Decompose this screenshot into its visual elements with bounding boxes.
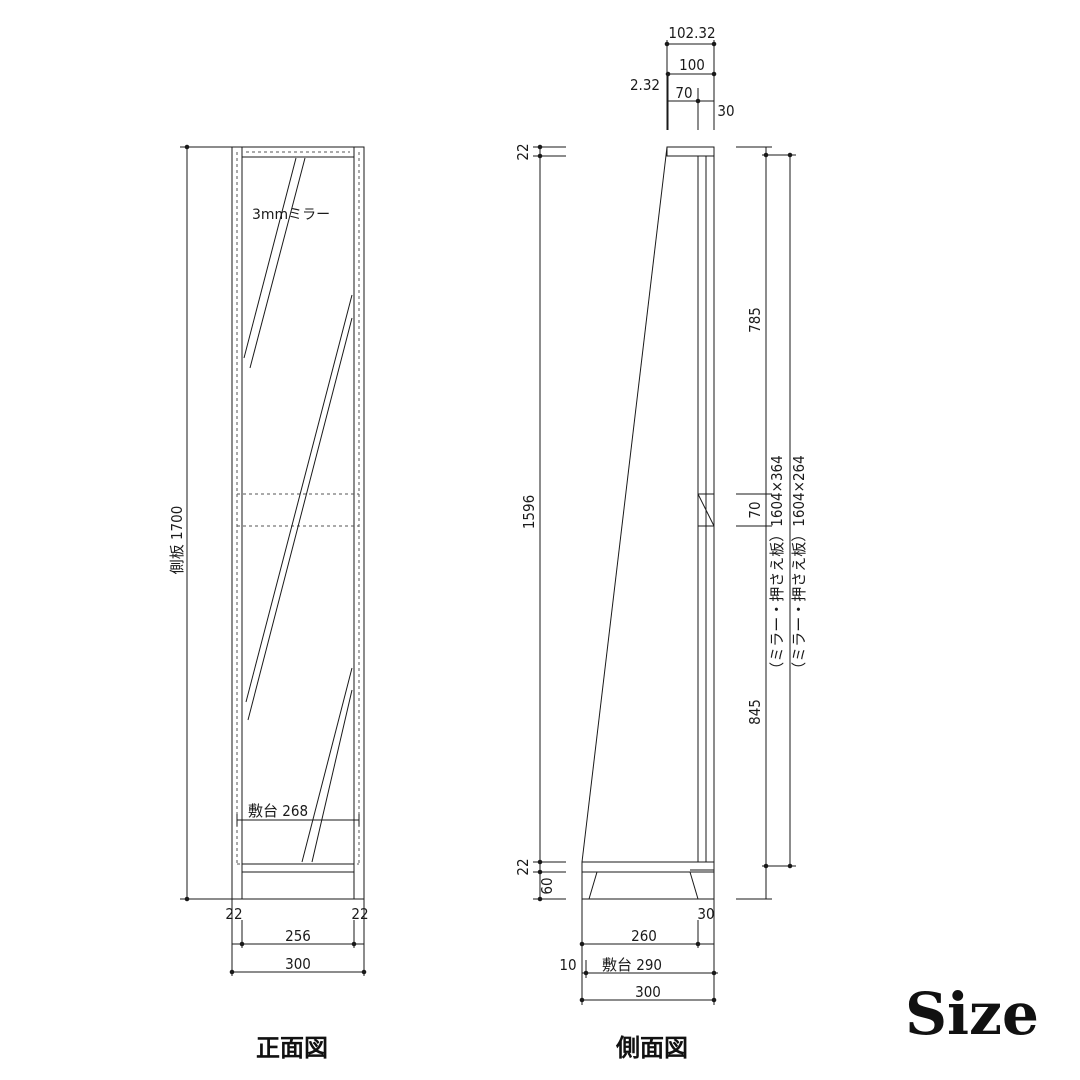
front-view — [180, 144, 367, 976]
size-heading: Size — [905, 980, 1039, 1048]
mirror-reflection-lines — [243, 157, 353, 863]
base-290-dim: 敷台 290 — [602, 956, 662, 974]
mirror-note-1: （ミラー・押さえ板）1604×364 — [768, 455, 786, 676]
front-outer-frame — [231, 146, 365, 900]
left-panel-dim: 22 — [225, 905, 242, 923]
right-lower-dim: 845 — [746, 699, 764, 725]
top-dim-inner: 70 — [675, 84, 692, 102]
height-panel-dim: 1596 — [520, 495, 538, 529]
mirror-note-2: （ミラー・押さえ板）1604×264 — [790, 455, 808, 676]
right-upper-dim: 785 — [746, 307, 764, 333]
height-base-dim: 60 — [538, 877, 556, 894]
total-width-dim: 300 — [285, 955, 311, 973]
inner-width-dim: 256 — [285, 927, 311, 945]
side-view-caption: 側面図 — [615, 1034, 688, 1062]
front-view-caption: 正面図 — [256, 1034, 328, 1062]
depth-260-dim: 260 — [631, 927, 657, 945]
mirror-label: 3mmミラー — [252, 207, 330, 223]
top-cap — [666, 146, 715, 157]
base-label: 敷台 268 — [248, 802, 308, 820]
right-panel-dim: 22 — [351, 905, 368, 923]
height-bottom-dim: 22 — [514, 858, 532, 875]
right-middle-dim: 70 — [746, 501, 764, 518]
sloped-side-edge — [581, 146, 668, 863]
side-panel-label: 側板 1700 — [168, 506, 186, 575]
depth-300-dim: 300 — [635, 983, 661, 1001]
top-dim-gap: 30 — [717, 102, 734, 120]
middle-block — [697, 493, 715, 527]
side-view — [533, 40, 796, 1005]
offset-10-dim: 10 — [559, 956, 576, 974]
top-dim-board: 100 — [679, 56, 705, 74]
top-dim-total: 102.32 — [668, 24, 715, 42]
depth-30-dim: 30 — [697, 905, 714, 923]
height-top-dim: 22 — [514, 143, 532, 160]
hidden-frame — [236, 151, 360, 865]
top-dim-offset: 2.32 — [630, 76, 660, 94]
side-base — [581, 861, 715, 900]
